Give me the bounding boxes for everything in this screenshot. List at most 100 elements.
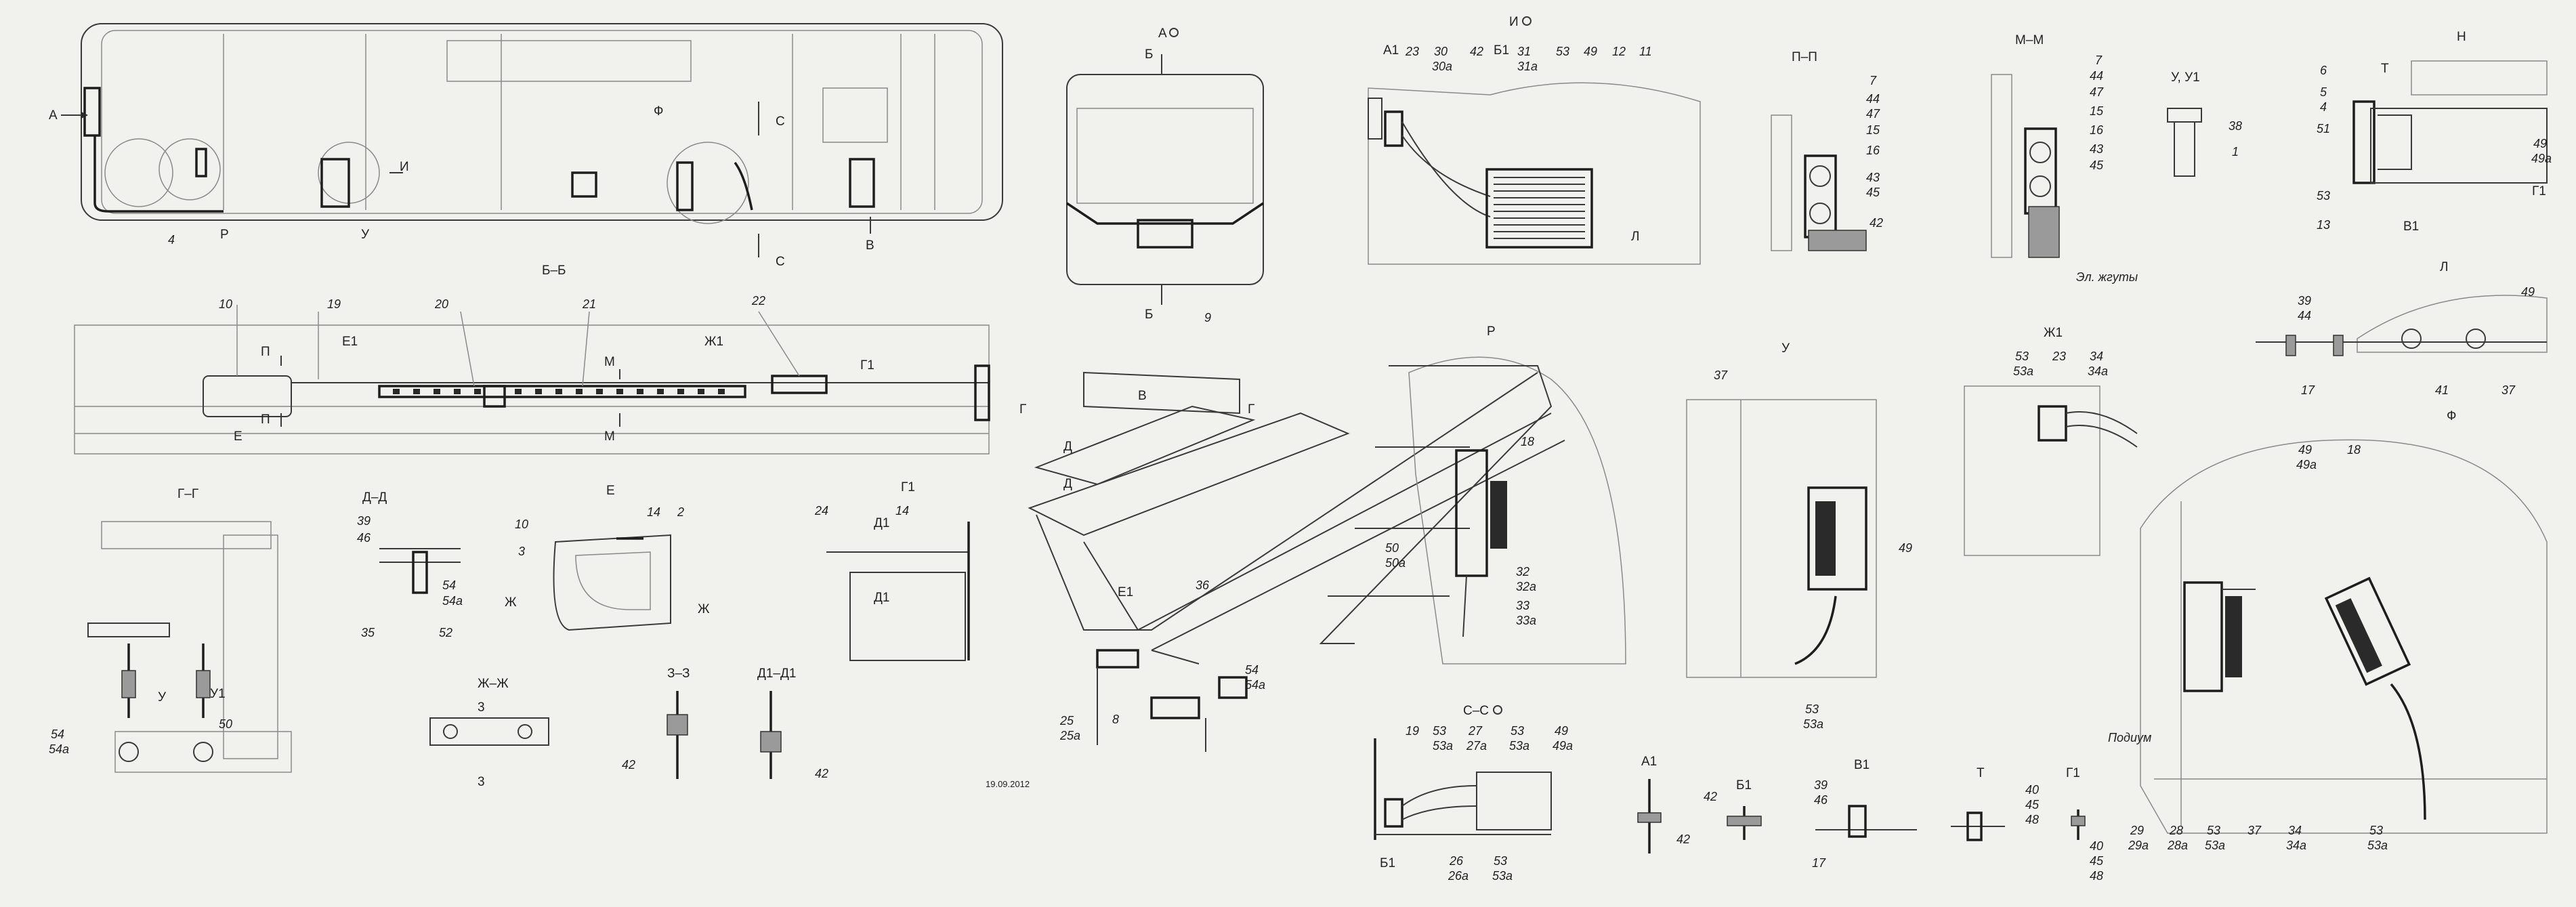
label: 53 <box>1511 724 1524 738</box>
label: 42 <box>815 767 828 780</box>
section-pp: П–П 7 44 47 15 16 43 45 42 <box>1771 50 1883 251</box>
label: Е <box>606 484 615 498</box>
view-r: Р 18 50 50а 32 32а 33 33а <box>1319 324 1626 665</box>
label: Г <box>1248 402 1254 417</box>
label: 49а <box>2531 152 2552 165</box>
label: 30а <box>1432 60 1452 73</box>
section-mm: М–М 7 44 47 15 16 43 45 Эл. жгуты <box>1991 33 2138 284</box>
label: 10 <box>515 518 528 531</box>
label: 53а <box>1492 869 1513 883</box>
label: Д <box>1063 477 1072 491</box>
detail-a1: А1 42 <box>1637 755 1690 853</box>
label: З–З <box>667 667 690 681</box>
label: П <box>261 413 270 427</box>
label: Н <box>2457 30 2466 44</box>
label: Л <box>2440 260 2448 274</box>
label: Ж <box>505 595 517 610</box>
label: 37 <box>1714 368 1728 382</box>
label: 40 <box>2025 783 2039 797</box>
label: 6 <box>2320 64 2327 77</box>
label: 48 <box>2090 869 2103 883</box>
view-i: И А1 23 30 30а 42 Б1 31 31а 53 49 12 11 … <box>1368 15 1701 265</box>
label: 43 <box>2090 142 2103 156</box>
label: 33а <box>1516 614 1536 627</box>
label: 47 <box>2090 85 2104 99</box>
section-g1: Г1 24 14 Д1 Д1 <box>814 480 970 661</box>
label: 31а <box>1517 60 1538 73</box>
label: 14 <box>647 505 660 519</box>
label: 50 <box>1385 541 1399 555</box>
label: Д1–Д1 <box>757 667 796 681</box>
label: 53 <box>2015 350 2029 363</box>
label: 34а <box>2286 839 2306 852</box>
label: В <box>1138 389 1147 403</box>
label: 50а <box>1385 556 1406 570</box>
label: В1 <box>1854 758 1870 772</box>
label: 45 <box>2090 854 2104 868</box>
label: С <box>776 114 785 129</box>
label: 29 <box>2130 824 2144 837</box>
label: 54 <box>51 727 64 741</box>
label: 3 <box>478 775 485 789</box>
label: 54а <box>1245 678 1265 692</box>
label: С <box>776 255 785 269</box>
label: Б1 <box>1494 43 1509 58</box>
section-zhzh: Ж–Ж 3 3 <box>429 677 549 789</box>
label: Г1 <box>860 358 874 373</box>
section-d1d1: Д1–Д1 42 <box>757 667 828 780</box>
label: 49 <box>2298 443 2312 457</box>
label: Ж1 <box>2044 326 2063 340</box>
label: У1 <box>210 687 226 701</box>
label: 30 <box>1434 45 1448 58</box>
label: 33 <box>1516 599 1529 612</box>
label: Т <box>2381 62 2389 76</box>
label: 41 <box>2435 383 2449 397</box>
label: 45 <box>2025 798 2040 811</box>
label: Л <box>1631 230 1639 244</box>
label: И <box>400 160 409 174</box>
label: У, У1 <box>2171 70 2200 85</box>
date-stamp: 19.09.2012 <box>986 779 1030 789</box>
label: 19 <box>327 297 341 311</box>
label: Б <box>1145 47 1153 62</box>
label: 49 <box>1584 45 1597 58</box>
label: Подиум <box>2108 731 2151 744</box>
label: 29а <box>2128 839 2149 852</box>
label: 54а <box>49 742 69 756</box>
label: 14 <box>895 504 909 518</box>
label: Г1 <box>901 480 915 494</box>
label: У <box>158 690 167 704</box>
section-zz: З–З 42 <box>622 667 690 779</box>
label: 7 <box>2095 54 2103 67</box>
label: 47 <box>1866 107 1880 121</box>
label: А1 <box>1641 755 1657 769</box>
label: Р <box>220 228 229 242</box>
label: 49 <box>2533 137 2547 150</box>
label: Г1 <box>2532 184 2546 198</box>
label: П–П <box>1792 50 1817 64</box>
label: 53а <box>2367 839 2388 852</box>
label: Д1 <box>874 516 889 530</box>
label: 17 <box>1812 856 1826 870</box>
label: 27а <box>1466 739 1487 753</box>
label: 37 <box>2501 383 2516 397</box>
label: 53 <box>1556 45 1569 58</box>
label: 34 <box>2288 824 2302 837</box>
label: 46 <box>357 531 371 545</box>
label: Д1 <box>874 591 889 605</box>
label: А <box>1158 26 1167 41</box>
label: 54 <box>442 578 456 592</box>
heater-grid <box>393 389 725 394</box>
label: 53а <box>2013 364 2033 378</box>
label: 18 <box>1521 435 1534 448</box>
label: 42 <box>1470 45 1483 58</box>
label: 18 <box>2347 443 2361 457</box>
label: 25а <box>1059 729 1080 742</box>
label: 45 <box>2090 159 2104 172</box>
label: 53а <box>1433 739 1453 753</box>
label: С–С <box>1463 704 1489 718</box>
label: Е1 <box>1118 585 1133 599</box>
label: 53а <box>2205 839 2225 852</box>
label: Г–Г <box>177 487 198 501</box>
